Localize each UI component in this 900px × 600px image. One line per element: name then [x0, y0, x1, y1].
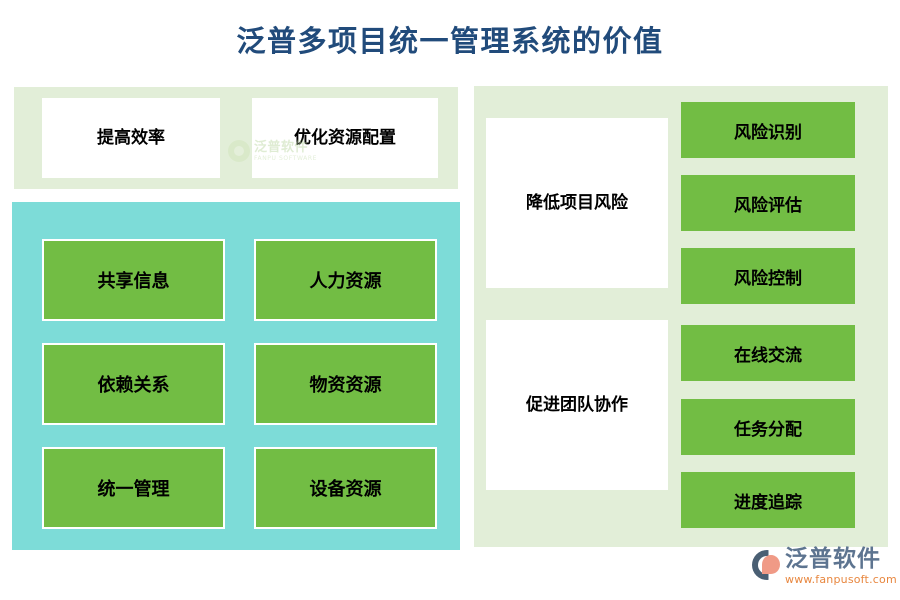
collaboration-item-task-assignment[interactable]: 任务分配: [681, 399, 855, 455]
resource-box-unified-management[interactable]: 统一管理: [42, 447, 225, 529]
benefit-card-efficiency[interactable]: 提高效率: [42, 98, 220, 178]
risk-item-identification[interactable]: 风险识别: [681, 102, 855, 158]
logo-swoosh: [762, 555, 780, 574]
brand-url: www.fanpusoft.com: [785, 573, 897, 586]
brand-text: 泛普软件 www.fanpusoft.com: [785, 546, 897, 586]
brand-logo: 泛普软件 www.fanpusoft.com: [752, 548, 897, 594]
resource-box-material-resources[interactable]: 物资资源: [254, 343, 437, 425]
collaboration-item-progress-tracking[interactable]: 进度追踪: [681, 472, 855, 528]
category-card-promote-team-collaboration[interactable]: 促进团队协作: [486, 320, 668, 490]
resource-box-dependencies[interactable]: 依赖关系: [42, 343, 225, 425]
resource-box-shared-info[interactable]: 共享信息: [42, 239, 225, 321]
resource-box-equipment-resources[interactable]: 设备资源: [254, 447, 437, 529]
page-title: 泛普多项目统一管理系统的价值: [236, 24, 664, 58]
category-card-reduce-project-risk[interactable]: 降低项目风险: [486, 118, 668, 288]
brand-name: 泛普软件: [785, 546, 881, 572]
fanpu-logo-icon: [752, 550, 782, 580]
risk-item-control[interactable]: 风险控制: [681, 248, 855, 304]
resource-box-human-resources[interactable]: 人力资源: [254, 239, 437, 321]
benefit-card-resource-allocation[interactable]: 优化资源配置: [252, 98, 438, 178]
risk-item-assessment[interactable]: 风险评估: [681, 175, 855, 231]
collaboration-item-online-communication[interactable]: 在线交流: [681, 325, 855, 381]
